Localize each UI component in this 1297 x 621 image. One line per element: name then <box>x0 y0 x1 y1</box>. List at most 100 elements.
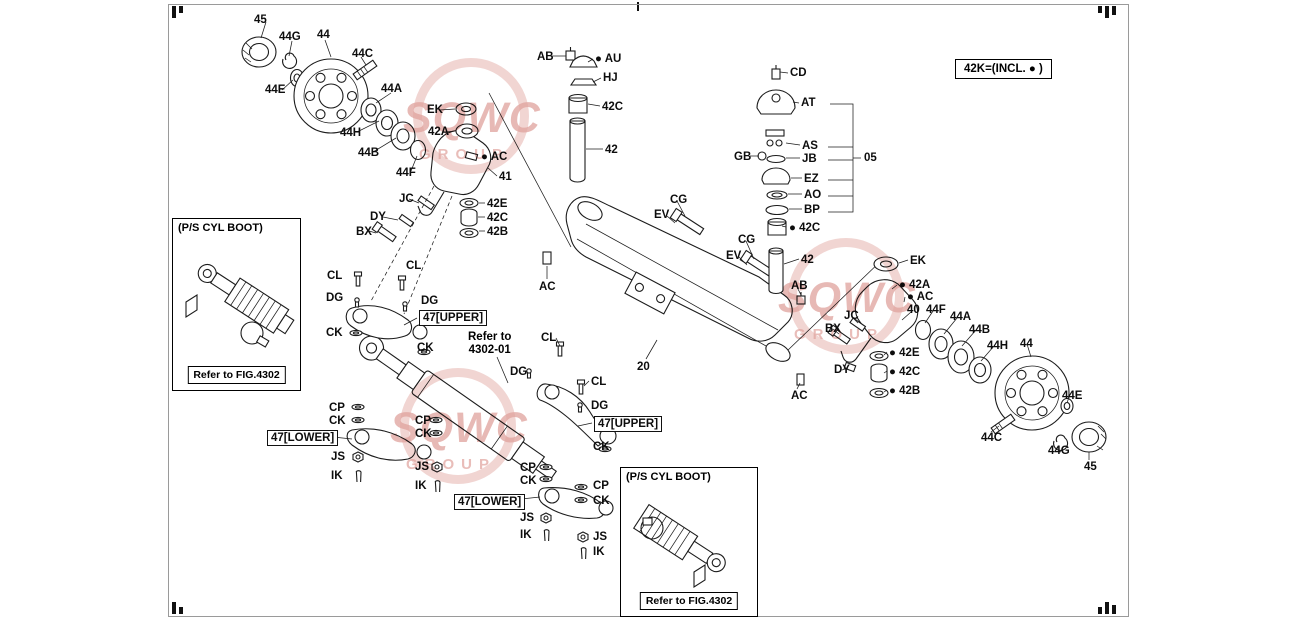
part-label-as: AS <box>802 140 818 152</box>
part-label-44f: 44F <box>926 304 946 316</box>
registration-mark <box>172 6 176 18</box>
part-label-44f: 44F <box>396 167 416 179</box>
part-label-cd: CD <box>790 67 807 79</box>
part-label-dg: DG <box>421 295 439 307</box>
registration-mark <box>1112 6 1116 15</box>
part-label-44c: 44C <box>352 48 374 60</box>
part-label-44a: 44A <box>950 311 972 323</box>
part-label-ik: IK <box>593 546 605 558</box>
part-label-47upper: 47[UPPER] <box>594 416 663 432</box>
part-label-cp: CP <box>520 462 536 474</box>
part-label-jc: JC <box>399 193 414 205</box>
callout-ps-cyl-boot-bottom: (P/S CYL BOOT) Refer to FIG.4302 <box>620 467 758 617</box>
ref-4302-01-line1: Refer to <box>468 331 512 343</box>
part-label-cl: CL <box>406 260 422 272</box>
left-knuckle-assembly <box>371 102 492 243</box>
part-label-ek: EK <box>910 255 926 267</box>
kit-note-box: 42K=(INCL. ● ) <box>955 59 1052 79</box>
part-label-42b: ● 42B <box>889 385 921 397</box>
part-label-ab: AB <box>537 51 554 63</box>
top-kingpin-parts <box>565 47 598 183</box>
registration-mark <box>1098 607 1102 614</box>
ref-4302-01-line2: 4302-01 <box>468 344 511 356</box>
part-label-44a: 44A <box>381 83 403 95</box>
registration-mark <box>179 6 183 13</box>
part-label-44e: 44E <box>265 84 286 96</box>
registration-mark <box>172 602 176 614</box>
part-label-ik: IK <box>415 480 427 492</box>
part-label-cl: CL <box>327 270 343 282</box>
part-label-ck: CK <box>329 415 346 427</box>
right-knuckle-assembly <box>768 247 919 399</box>
registration-mark <box>1105 602 1109 614</box>
part-label-ck: CK <box>326 327 343 339</box>
ps-cyl-boot-left-art <box>185 263 295 348</box>
part-label-cp: CP <box>593 480 609 492</box>
part-label-ac: AC <box>539 281 556 293</box>
part-label-bx: BX <box>356 226 372 238</box>
part-label-cl: CL <box>591 376 607 388</box>
part-label-dg: DG <box>326 292 344 304</box>
ref-fig-4302: Refer to FIG.4302 <box>187 366 286 384</box>
part-label-20: 20 <box>637 361 650 373</box>
registration-mark <box>637 2 639 11</box>
part-label-42c: 42C <box>602 101 624 113</box>
part-label-ik: IK <box>331 470 343 482</box>
leader-lines <box>260 21 1090 501</box>
registration-mark <box>1098 6 1102 13</box>
part-label-cg: CG <box>670 194 688 206</box>
part-label-44h: 44H <box>987 340 1009 352</box>
callout-title: (P/S CYL BOOT) <box>626 471 711 483</box>
part-label-ck: CK <box>520 475 537 487</box>
part-label-ik: IK <box>520 529 532 541</box>
part-label-cp: CP <box>329 402 345 414</box>
part-label-41: 41 <box>499 171 512 183</box>
part-label-ao: AO <box>804 189 822 201</box>
part-label-ck: CK <box>417 342 434 354</box>
axis-lines <box>370 92 885 352</box>
part-label-47lower: 47[LOWER] <box>267 430 339 446</box>
part-label-42c: ● 42C <box>789 222 821 234</box>
part-label-cg: CG <box>738 234 756 246</box>
part-label-42c: ● 42C <box>889 366 921 378</box>
part-label-js: JS <box>593 531 608 543</box>
part-label-ck: CK <box>415 428 432 440</box>
part-label-ek: EK <box>427 104 443 116</box>
part-label-42: 42 <box>801 254 814 266</box>
registration-mark <box>1105 6 1109 18</box>
part-label-45: 45 <box>254 14 267 26</box>
part-label-47lower: 47[LOWER] <box>454 494 526 510</box>
right-kingpin-stack <box>756 65 861 236</box>
callout-ps-cyl-boot-left: (P/S CYL BOOT) Refer to FIG.4302 <box>172 218 301 391</box>
part-label-44h: 44H <box>340 127 362 139</box>
part-label-42c: 42C <box>487 212 509 224</box>
part-label-40: 40 <box>907 304 920 316</box>
part-label-dg: DG <box>510 366 528 378</box>
right-hub-assembly <box>914 319 1107 453</box>
part-label-js: JS <box>415 461 430 473</box>
part-label-cp: CP <box>415 415 431 427</box>
part-label-44c: 44C <box>981 432 1003 444</box>
axle-beam <box>542 196 793 362</box>
part-label-js: JS <box>520 512 535 524</box>
part-label-gb: GB <box>734 151 752 163</box>
part-label-44: 44 <box>317 29 330 41</box>
part-label-ck: CK <box>593 441 610 453</box>
part-label-42e: 42E <box>487 198 508 210</box>
ps-cyl-boot-bottom-art <box>632 503 726 589</box>
part-label-ev: EV <box>726 250 742 262</box>
part-label-cl: CL <box>541 332 557 344</box>
part-label-js: JS <box>331 451 346 463</box>
part-label-44b: 44B <box>969 324 991 336</box>
part-label-at: AT <box>801 97 816 109</box>
part-label-bp: BP <box>804 204 820 216</box>
kit-note-text: 42K=(INCL. ● ) <box>964 63 1043 75</box>
part-label-ck: CK <box>593 495 610 507</box>
part-label-42a: 42A <box>428 126 450 138</box>
part-label-ab: AB <box>791 280 808 292</box>
part-label-42a: ● 42A <box>899 279 931 291</box>
part-label-44: 44 <box>1020 338 1033 350</box>
part-label-44g: 44G <box>1048 445 1070 457</box>
